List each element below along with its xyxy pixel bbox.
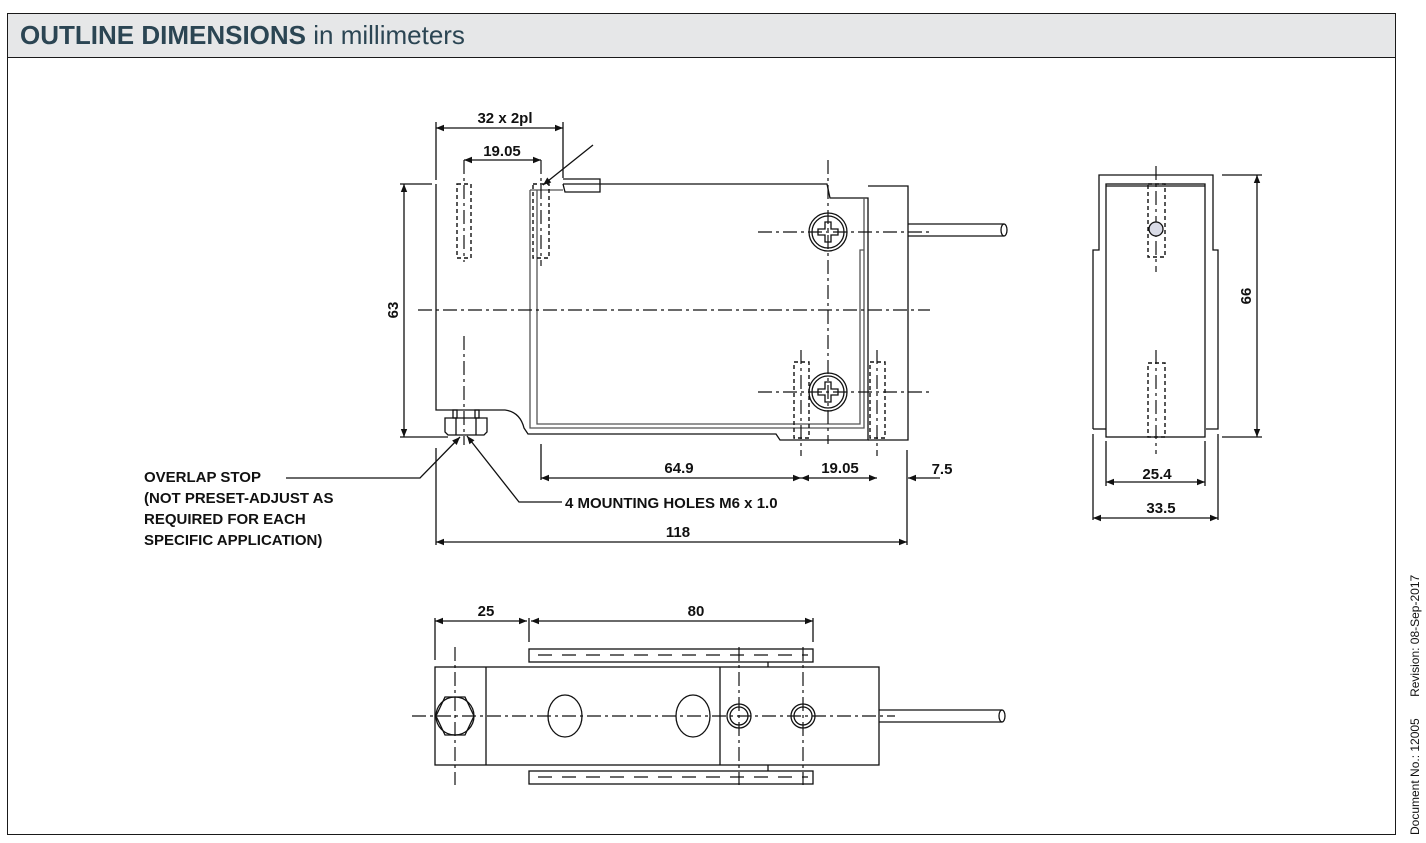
leader-overlap-stop bbox=[286, 436, 461, 479]
document-info: Document No.: 12005 Revision: 08-Sep-201… bbox=[1408, 557, 1422, 835]
dim-19.05-top: 19.05 bbox=[483, 143, 521, 160]
title-bold: OUTLINE DIMENSIONS bbox=[20, 20, 307, 50]
top-view bbox=[412, 617, 1006, 785]
title-unit: in millimeters bbox=[313, 20, 465, 50]
dim-63: 63 bbox=[385, 302, 402, 319]
section-header: OUTLINE DIMENSIONS in millimeters bbox=[8, 14, 1395, 58]
side-cable-end bbox=[1148, 221, 1164, 237]
top-slot-tab bbox=[562, 178, 601, 193]
leader-top-hole bbox=[542, 144, 594, 186]
overlap-stop-nut bbox=[444, 409, 488, 436]
top-rail-lower bbox=[528, 770, 814, 785]
dim-66: 66 bbox=[1238, 288, 1255, 305]
cable-end bbox=[1000, 223, 1008, 237]
leader-mounting-holes bbox=[466, 435, 562, 503]
side-view bbox=[1092, 166, 1262, 522]
dim-32x2pl: 32 x 2pl bbox=[477, 110, 532, 127]
section-title: OUTLINE DIMENSIONS in millimeters bbox=[20, 20, 465, 51]
note-overlap-stop-line1: OVERLAP STOP bbox=[144, 469, 261, 486]
dim-64.9: 64.9 bbox=[664, 460, 693, 477]
top-body bbox=[434, 666, 880, 766]
hidden-holes bbox=[456, 183, 886, 439]
note-overlap-stop-line3: REQUIRED FOR EACH bbox=[144, 511, 306, 528]
load-cell-body bbox=[529, 190, 865, 429]
dim-25.4: 25.4 bbox=[1142, 466, 1172, 483]
dim-33.5: 33.5 bbox=[1146, 500, 1175, 517]
dim-25: 25 bbox=[478, 603, 495, 620]
center-lines bbox=[418, 160, 930, 456]
dim-7.5: 7.5 bbox=[932, 461, 953, 478]
drawing-frame: OUTLINE DIMENSIONS in millimeters bbox=[7, 13, 1396, 835]
side-outer-profile bbox=[1092, 174, 1219, 430]
cable bbox=[908, 223, 1004, 237]
front-view bbox=[286, 122, 1008, 546]
left-mount-block bbox=[435, 183, 869, 441]
dim-118: 118 bbox=[666, 524, 690, 541]
right-mount-block bbox=[868, 185, 909, 441]
note-overlap-stop-line2: (NOT PRESET-ADJUST AS bbox=[144, 490, 333, 507]
note-overlap-stop-line4: SPECIFIC APPLICATION) bbox=[144, 532, 322, 549]
top-rail-upper bbox=[528, 648, 814, 663]
revision-date: Revision: 08-Sep-2017 bbox=[1408, 574, 1422, 697]
dim-19.05-bottom: 19.05 bbox=[821, 460, 859, 477]
document-number: Document No.: 12005 bbox=[1408, 718, 1422, 835]
note-mounting-holes: 4 MOUNTING HOLES M6 x 1.0 bbox=[565, 495, 778, 512]
dim-80: 80 bbox=[688, 603, 705, 620]
